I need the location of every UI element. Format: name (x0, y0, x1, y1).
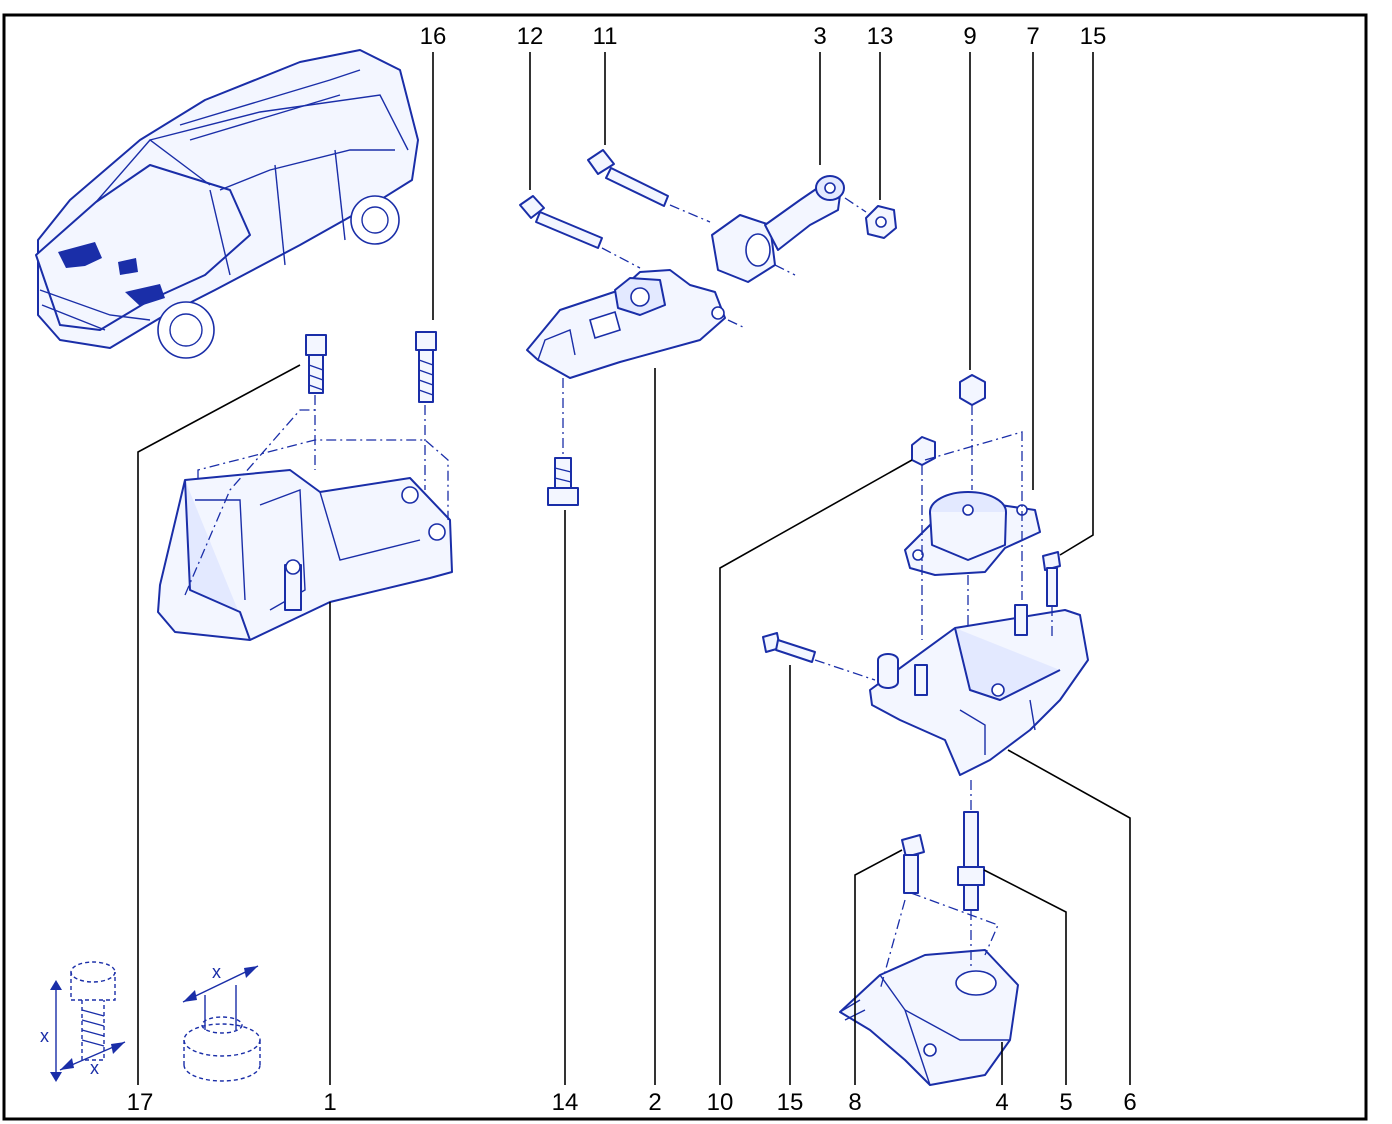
bolt-15-bottom (762, 632, 816, 663)
nut-dimension-label: x (212, 962, 221, 982)
callout-6: 6 (1123, 1089, 1136, 1116)
gearbox-mount-pad (904, 491, 1041, 576)
nut-dimension-detail: x (182, 962, 261, 1082)
callout-13: 13 (867, 23, 894, 50)
callout-11: 11 (593, 23, 618, 50)
bolt-dimension-detail: x x (40, 961, 126, 1082)
nut-13 (865, 205, 897, 239)
lower-mount-body (839, 949, 1019, 1086)
callout-3: 3 (813, 23, 826, 50)
callout-16: 16 (420, 23, 447, 50)
bolt-16 (415, 331, 437, 403)
callout-10: 10 (707, 1089, 734, 1116)
diagram-frame (2, 13, 1368, 1121)
bolt-dimension-label-2: x (90, 1058, 99, 1078)
left-engine-mount-assembly (157, 469, 453, 641)
callout-12: 12 (517, 23, 544, 50)
callout-7: 7 (1026, 23, 1039, 50)
bolt-17 (305, 334, 327, 394)
callout-2: 2 (648, 1089, 661, 1116)
callout-8: 8 (848, 1089, 861, 1116)
callout-1: 1 (323, 1089, 336, 1116)
callout-4: 4 (995, 1089, 1008, 1116)
callout-labels-top: 16 12 11 3 13 9 7 15 (420, 23, 1107, 50)
bolt-11 (587, 149, 669, 207)
bolt-15-top (1042, 551, 1061, 607)
callout-labels-bottom: 17 1 14 2 10 15 8 4 5 6 (127, 1089, 1137, 1116)
bolt-12 (519, 195, 603, 249)
leader-lines (137, 52, 1131, 1085)
callout-5: 5 (1059, 1089, 1072, 1116)
torque-bracket (526, 269, 726, 379)
nut-9 (959, 374, 986, 406)
torque-rod (711, 175, 845, 283)
stud-5 (957, 811, 985, 911)
callout-9: 9 (963, 23, 976, 50)
callout-15-top: 15 (1080, 23, 1107, 50)
gearbox-support-bracket (869, 604, 1089, 776)
callout-14: 14 (552, 1089, 579, 1116)
callout-15-bottom: 15 (777, 1089, 804, 1116)
bolt-dimension-label: x (40, 1026, 49, 1046)
bolt-14 (547, 457, 579, 506)
vehicle-illustration (35, 49, 419, 359)
callout-17: 17 (127, 1089, 154, 1116)
bolt-8 (901, 834, 925, 894)
nut-10 (911, 436, 936, 466)
